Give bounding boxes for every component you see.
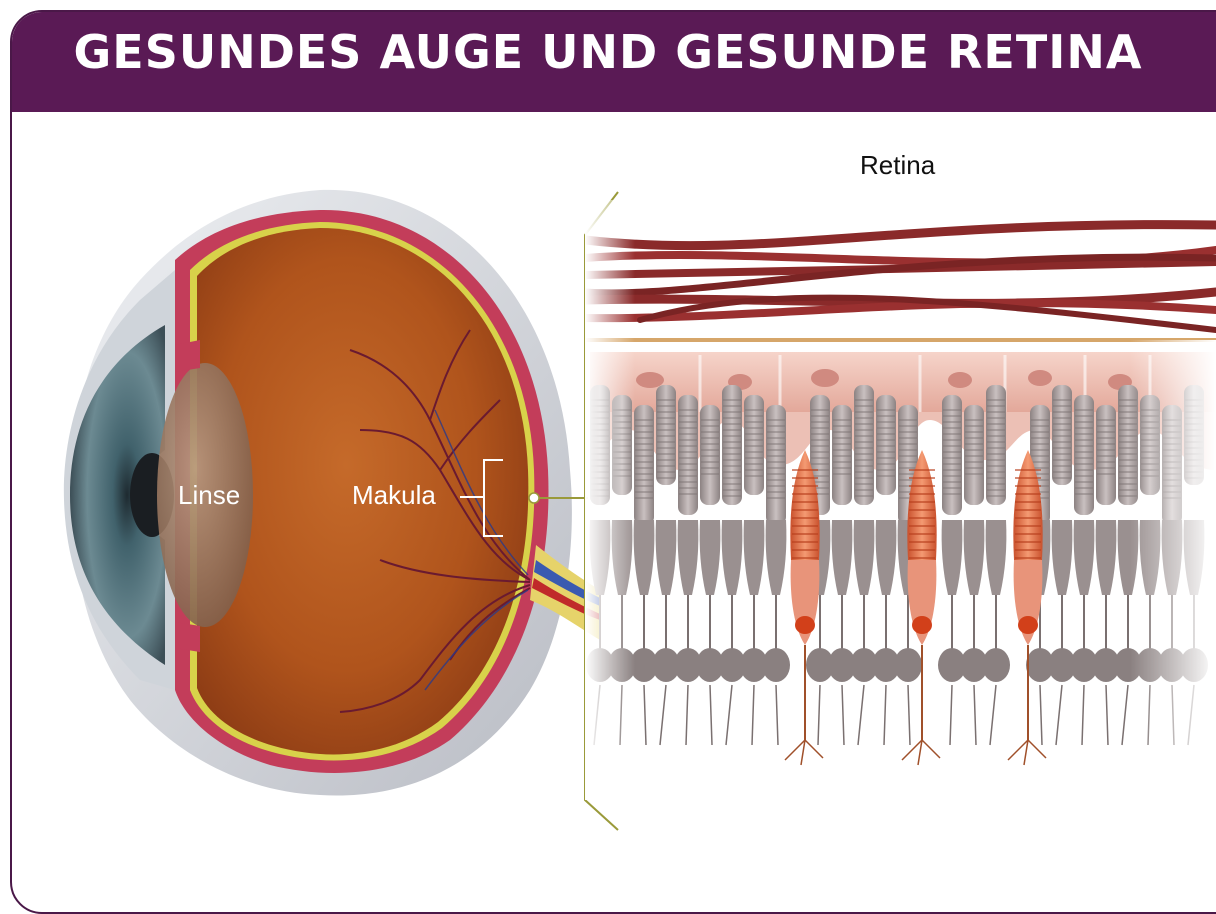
retina-cell-layer-illustration (585, 200, 1216, 800)
rod-outer-segment (722, 385, 742, 505)
rod-inner-segment (832, 520, 853, 595)
rod-inner-segment (1096, 520, 1117, 595)
retina-label: Retina (860, 150, 935, 181)
rod-inner-segment (634, 520, 655, 595)
cell-body (762, 648, 790, 682)
rod-inner-segment (656, 520, 677, 595)
diagram-canvas (0, 0, 1216, 861)
rod-inner-segment (744, 520, 765, 595)
rod-outer-segment (634, 405, 654, 525)
rod-inner-segment (986, 520, 1007, 595)
rod-inner-segment (854, 520, 875, 595)
rod-inner-segment (1052, 520, 1073, 595)
rod-inner-segment (1074, 520, 1095, 595)
rod-inner-segment (700, 520, 721, 595)
rod-outer-segment (678, 395, 698, 515)
rod-outer-segment (1074, 395, 1094, 515)
cell-body (982, 648, 1010, 682)
rod-inner-segment (678, 520, 699, 595)
cell-body (894, 648, 922, 682)
rod-inner-segment (964, 520, 985, 595)
rod-outer-segment (766, 405, 786, 525)
rod-inner-segment (942, 520, 963, 595)
eye-cross-section-illustration (64, 190, 600, 796)
rod-outer-segment (854, 385, 874, 505)
nerve-fibers (585, 225, 1216, 330)
makula-label: Makula (352, 480, 436, 511)
linse-label: Linse (178, 480, 240, 511)
rod-inner-segment (722, 520, 743, 595)
cone-nucleus (912, 616, 932, 634)
rod-outer-segment (986, 385, 1006, 505)
rod-outer-segment (942, 395, 962, 515)
rod-inner-segment (876, 520, 897, 595)
cone-nucleus (795, 616, 815, 634)
cone-nucleus (1018, 616, 1038, 634)
rod-inner-segment (766, 520, 787, 595)
